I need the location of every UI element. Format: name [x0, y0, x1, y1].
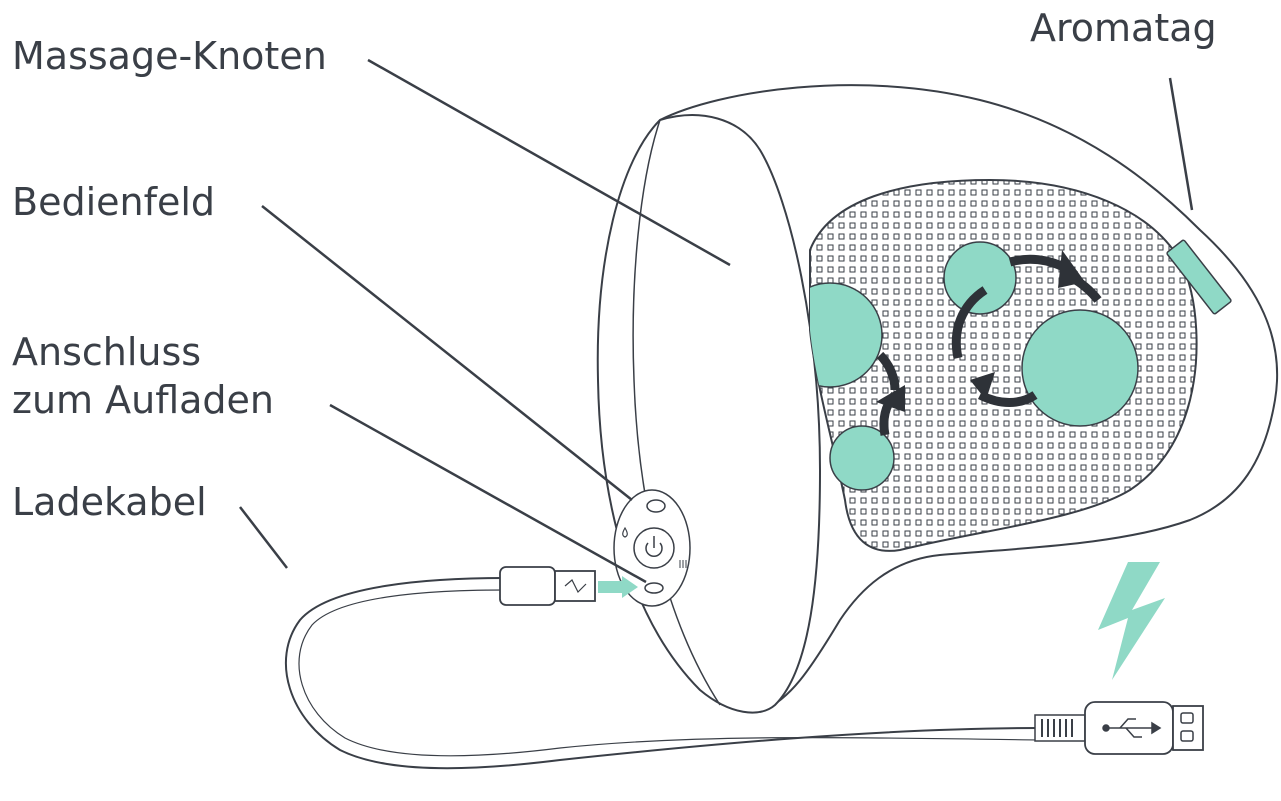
pointer-ladekabel [239, 506, 288, 569]
aromatag-strip [1166, 239, 1232, 315]
label-massage-knoten: Massage-Knoten [12, 34, 327, 78]
usb-a-plug [1034, 701, 1204, 755]
control-panel [613, 489, 691, 607]
label-anschluss: Anschluss zum Aufladen [12, 328, 274, 424]
power-icon [645, 536, 663, 558]
pillow-front-rim [632, 119, 721, 706]
usb-c-plug [499, 566, 596, 606]
charging-port[interactable] [644, 582, 664, 594]
massage-node-left [810, 282, 883, 388]
lightning-icon [1098, 562, 1165, 680]
heat-icon [679, 560, 687, 568]
label-bedienfeld: Bedienfeld [12, 180, 216, 224]
pointer-anschluss [329, 403, 647, 584]
massage-node-top [943, 241, 1017, 315]
label-aromatag: Aromatag [1030, 6, 1217, 50]
label-ladekabel: Ladekabel [12, 480, 207, 524]
charging-cable-inner [298, 589, 1041, 757]
rotation-arrowheads [876, 250, 1085, 412]
label-anschluss-line2: zum Aufladen [12, 378, 275, 422]
pointer-bedienfeld [261, 205, 633, 501]
pointer-aromatag [1168, 77, 1194, 211]
mode-button[interactable] [646, 499, 666, 513]
massage-node-bottom [829, 425, 895, 491]
droplet-icon [622, 526, 628, 538]
usb-icon [1102, 718, 1162, 738]
pointer-massage [367, 58, 731, 267]
label-anschluss-line1: Anschluss [12, 330, 202, 374]
charging-cable [285, 577, 1041, 770]
plug-direction-arrow [598, 576, 638, 598]
massage-node-right [1021, 309, 1139, 427]
pointer-lines [239, 58, 1194, 584]
mesh-area [809, 178, 1198, 552]
